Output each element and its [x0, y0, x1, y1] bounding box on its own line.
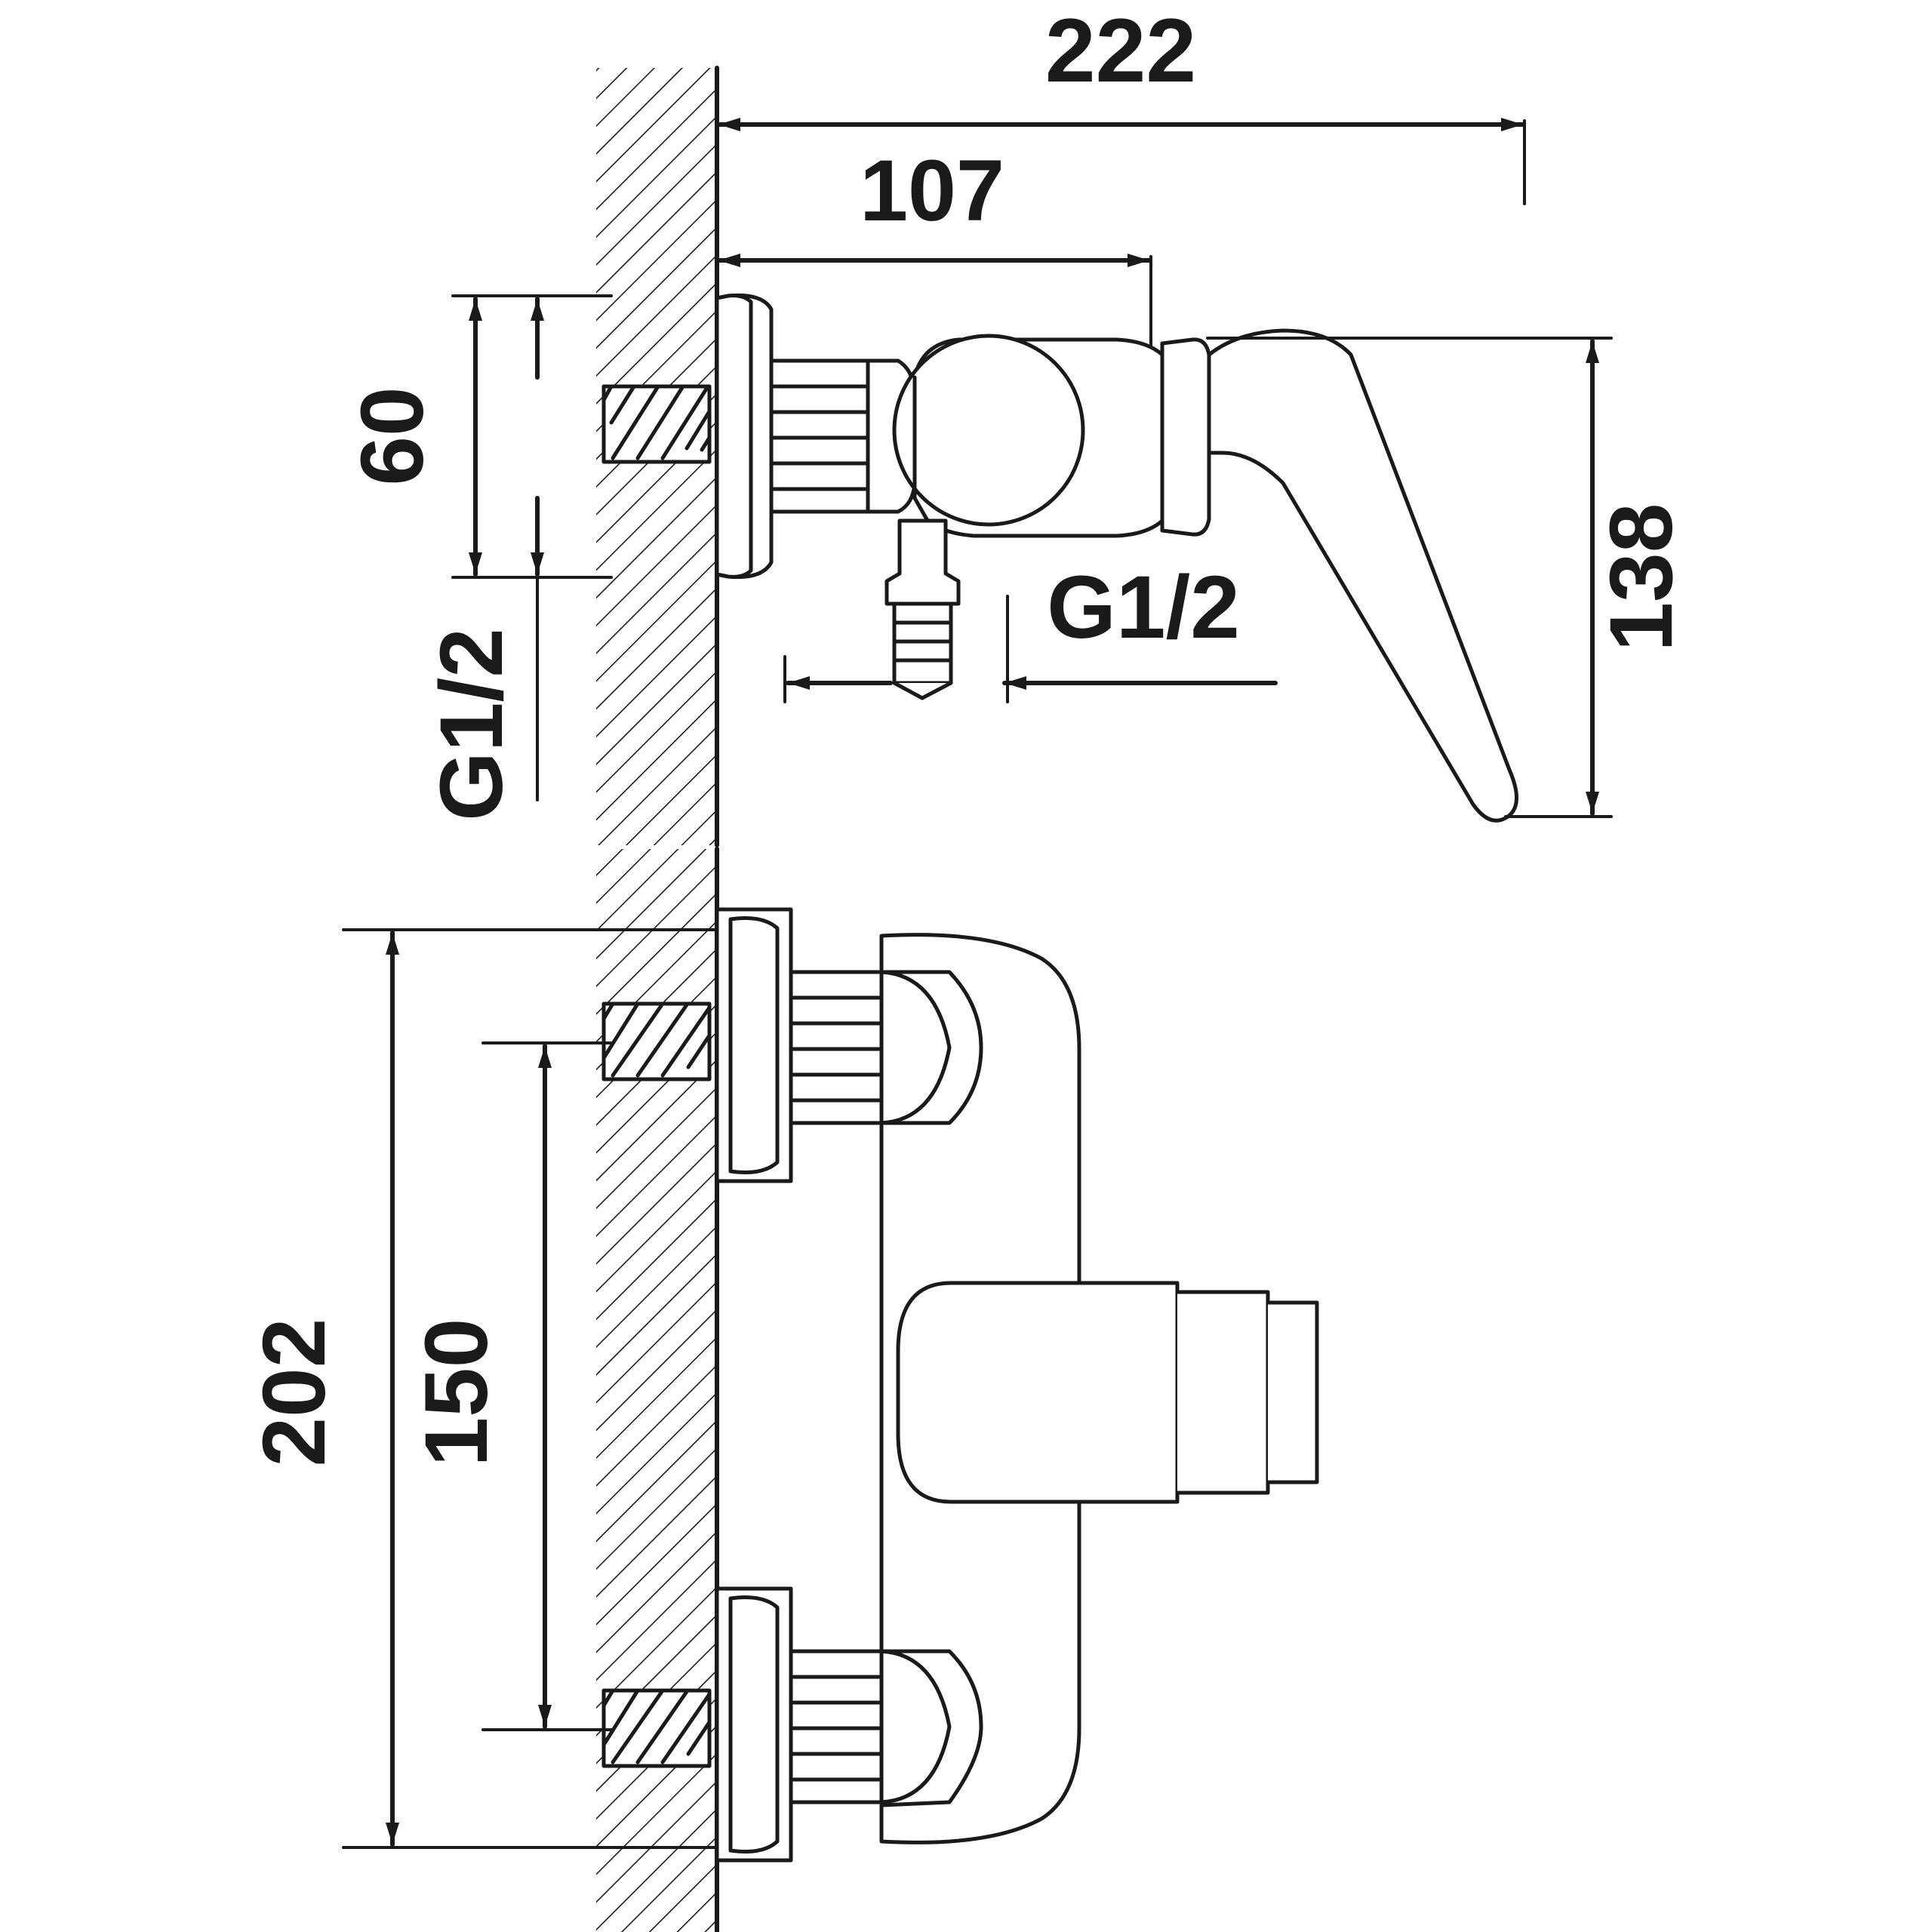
escutcheon-upper-front: [715, 907, 793, 1183]
inlet-thread-upper-front: [601, 1001, 712, 1081]
connector-nut-lower-front: [789, 1649, 952, 1804]
dimension-222: [715, 66, 1526, 205]
connector-nut-top: [769, 358, 870, 514]
escutcheon-lower-front: [715, 1586, 793, 1863]
mixer-body-top: [892, 334, 1164, 538]
dimension-60: [451, 294, 613, 579]
label-g12-left: G1/2: [422, 628, 521, 821]
label-107: 107: [860, 143, 1004, 239]
inlet-thread-top: [601, 384, 712, 464]
dimension-138: [1206, 337, 1613, 818]
label-60: 60: [343, 386, 442, 485]
dimension-107: [715, 254, 1152, 349]
label-202: 202: [245, 1318, 344, 1467]
lever-handle-top: [1207, 328, 1518, 823]
dimension-150: [481, 1041, 613, 1731]
dimension-g12-bottom: [783, 595, 1278, 703]
outlet-connector-front: [896, 1281, 1319, 1504]
body-cap-top: [1160, 337, 1211, 537]
dimension-labels: 222 107 138 60 G1/2 G1/2 202 150: [245, 0, 1691, 1466]
drawing-geometry: [342, 66, 1613, 1932]
label-222: 222: [1045, 0, 1196, 101]
dimension-202: [342, 928, 718, 1849]
label-g12-bottom: G1/2: [1047, 558, 1240, 657]
label-138: 138: [1592, 503, 1691, 652]
escutcheon-top: [715, 293, 774, 580]
label-150: 150: [407, 1318, 506, 1467]
inlet-thread-lower-front: [601, 1688, 712, 1768]
outlet-spout-top: [884, 518, 961, 700]
connector-nut-upper-front: [789, 970, 952, 1125]
